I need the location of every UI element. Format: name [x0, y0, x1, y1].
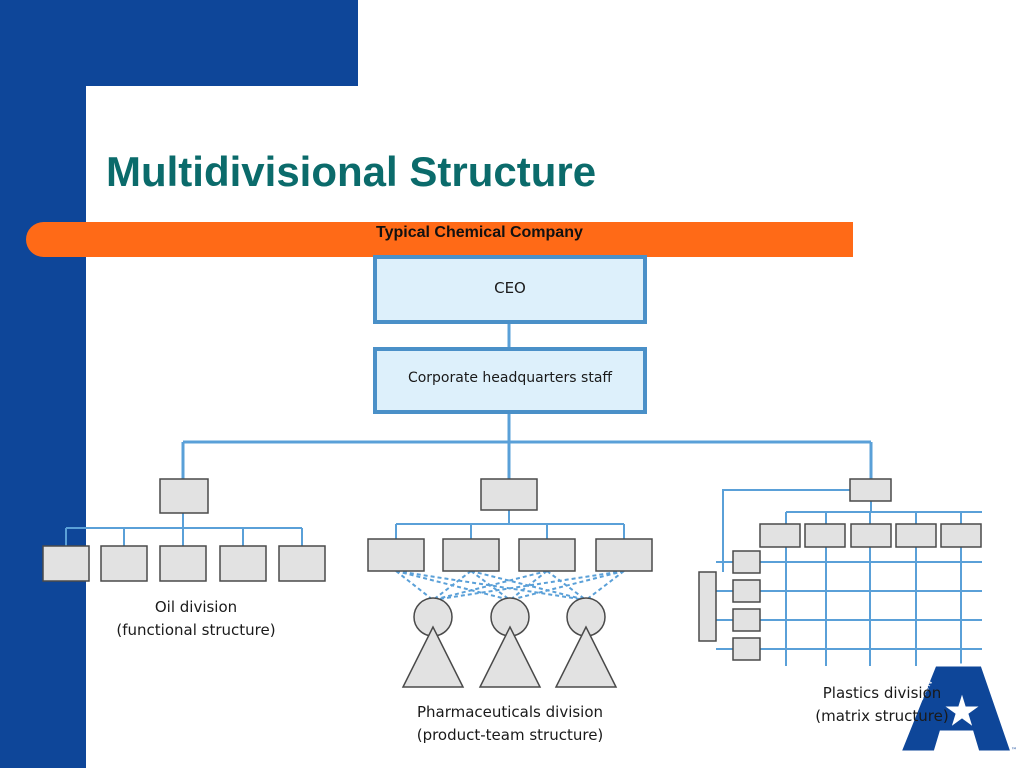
- pharma-division-structure-type: (product-team structure): [416, 726, 604, 744]
- headquarters-box: [373, 347, 647, 414]
- plastics-function-box: [804, 523, 846, 548]
- oil-function-box: [219, 545, 267, 582]
- plastics-division-structure: [698, 478, 982, 666]
- oil-function-box: [278, 545, 326, 582]
- team-links: [395, 570, 625, 601]
- orange-banner: [26, 222, 853, 257]
- ceo-box: [373, 255, 647, 324]
- plastics-function-box: [940, 523, 982, 548]
- plastics-project-box: [732, 608, 761, 632]
- oil-division-name: Oil division: [154, 598, 238, 616]
- content-card: [86, 86, 1024, 768]
- pharma-function-box: [442, 538, 500, 572]
- plastics-function-box: [895, 523, 937, 548]
- oil-division-label: Oil division (functional structure): [96, 596, 296, 642]
- pharma-function-box: [518, 538, 576, 572]
- plastics-project-box: [732, 579, 761, 603]
- connector-lines: [181, 322, 873, 479]
- pharma-function-box: [367, 538, 425, 572]
- plastics-division-structure-type: (matrix structure): [815, 707, 949, 725]
- product-team-triangle: [554, 625, 618, 688]
- star-icon: [942, 691, 982, 729]
- plastics-project-manager-box: [698, 571, 717, 642]
- pharma-division-label: Pharmaceuticals division (product-team s…: [390, 701, 630, 747]
- oil-function-box: [159, 545, 207, 582]
- oil-function-box: [42, 545, 90, 582]
- oil-division-structure-type: (functional structure): [116, 621, 276, 639]
- plastics-function-box: [850, 523, 892, 548]
- pharma-function-box: [595, 538, 653, 572]
- trademark-mark: ™: [1011, 747, 1017, 754]
- pharmaceuticals-division-structure: [367, 478, 653, 688]
- plastics-function-box: [759, 523, 801, 548]
- left-side-band: [0, 0, 86, 768]
- plastics-project-box: [732, 637, 761, 661]
- headquarters-label: Corporate headquarters staff: [407, 370, 613, 386]
- product-team-triangle: [478, 625, 542, 688]
- plastics-project-box: [732, 550, 761, 574]
- oil-division-head-box: [159, 478, 209, 514]
- oil-function-box: [100, 545, 148, 582]
- plastics-division-name: Plastics division: [822, 684, 942, 702]
- plastics-division-head-box: [849, 478, 892, 502]
- oil-division-structure: [42, 478, 326, 582]
- plastics-division-label: Plastics division (matrix structure): [800, 682, 964, 728]
- slide-title: Multidivisional Structure: [106, 148, 597, 195]
- pharma-division-name: Pharmaceuticals division: [416, 703, 604, 721]
- pharma-division-head-box: [480, 478, 538, 511]
- banner-title: Typical Chemical Company: [376, 224, 583, 241]
- top-side-band: [0, 0, 358, 86]
- product-team-triangle: [401, 625, 465, 688]
- ceo-label: CEO: [494, 279, 526, 297]
